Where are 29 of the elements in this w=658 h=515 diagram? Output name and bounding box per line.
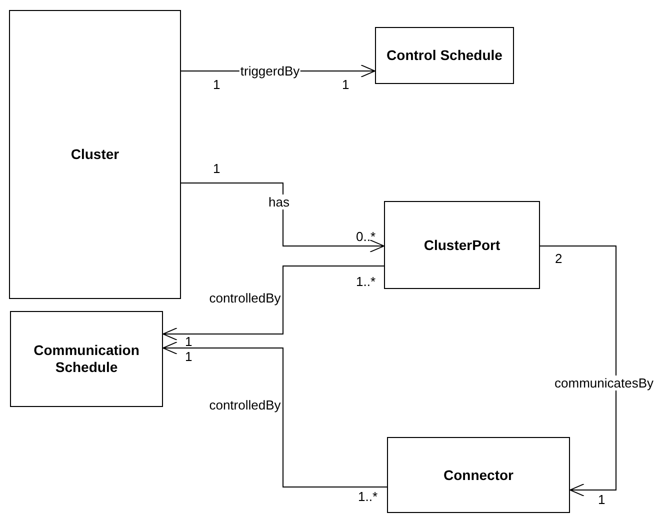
class-name: Control Schedule [386, 47, 502, 64]
class-box [384, 201, 540, 289]
class-name: ClusterPort [424, 236, 500, 254]
class-box [10, 311, 163, 407]
association-arrow [540, 246, 616, 496]
edge-label: triggerdBy [239, 64, 301, 78]
edge-label: controlledBy [208, 398, 282, 412]
class-name: Communication Schedule [32, 342, 140, 376]
multiplicity-label: 1 [213, 79, 220, 91]
class-box [375, 27, 514, 84]
edge-label: communicatesBy [554, 376, 654, 390]
multiplicity-label: 0..* [356, 231, 376, 243]
class-box [387, 437, 570, 513]
class-name: Connector [444, 466, 514, 484]
association-arrow [162, 266, 384, 340]
association-arrow [180, 182, 384, 252]
multiplicity-label: 1..* [356, 276, 376, 288]
association-arrow [162, 342, 388, 488]
multiplicity-label: 1 [213, 163, 220, 175]
multiplicity-label: 1 [185, 351, 192, 363]
class-box [9, 10, 181, 299]
class-name: Cluster [70, 146, 120, 163]
edge-label: controlledBy [208, 290, 282, 306]
multiplicity-label: 2 [555, 253, 562, 265]
multiplicity-label: 1 [598, 494, 606, 506]
multiplicity-label: 1 [342, 79, 350, 91]
multiplicity-label: 1..* [358, 491, 378, 503]
edge-label: has [268, 194, 290, 210]
multiplicity-label: 1 [185, 336, 192, 348]
